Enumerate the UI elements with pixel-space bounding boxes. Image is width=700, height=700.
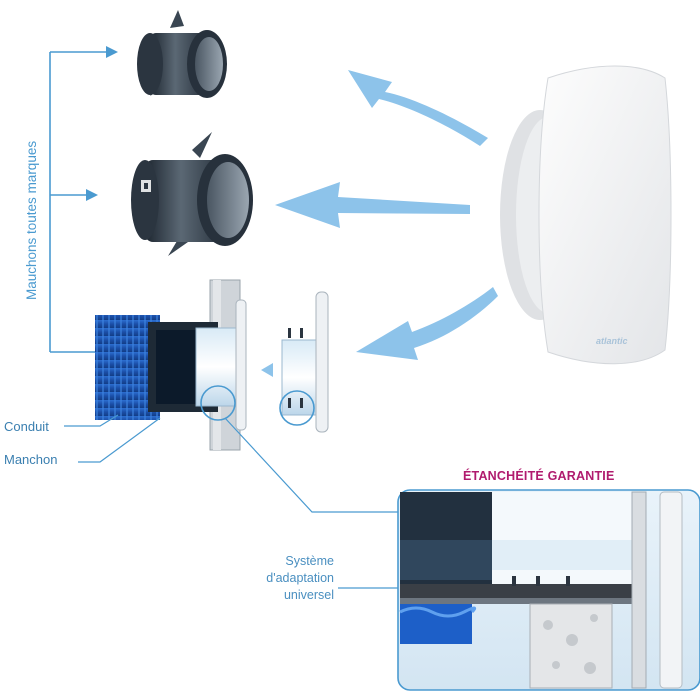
arrow-to-duct — [356, 287, 498, 360]
zoom-title: ÉTANCHÉITÉ GARANTIE — [463, 469, 615, 483]
fan-unit-icon: atlantic — [500, 65, 672, 365]
zoom-caption: Système d'adaptation universel — [222, 553, 334, 604]
label-manchon: Manchon — [4, 452, 58, 467]
sleeve-long-icon — [131, 132, 253, 256]
brand-logo: atlantic — [596, 336, 628, 346]
zoom-caption-line: universel — [283, 588, 334, 602]
bracket-lines — [49, 51, 135, 353]
vertical-label: Mauchons toutes marques — [24, 140, 39, 300]
sleeve-short-icon — [137, 10, 227, 98]
zoom-caption-line: Système — [285, 554, 334, 568]
duct-cross-section-icon — [95, 279, 329, 451]
label-conduit: Conduit — [4, 419, 49, 434]
zoom-detail-icon — [397, 489, 700, 691]
arrow-small-left — [261, 363, 273, 377]
zoom-caption-line: d'adaptation — [266, 571, 334, 585]
arrow-to-mid-sleeve — [275, 182, 470, 228]
flow-arrows — [261, 70, 498, 377]
arrow-to-top-sleeve — [348, 70, 488, 146]
magnifier-circle-icon — [200, 385, 315, 426]
